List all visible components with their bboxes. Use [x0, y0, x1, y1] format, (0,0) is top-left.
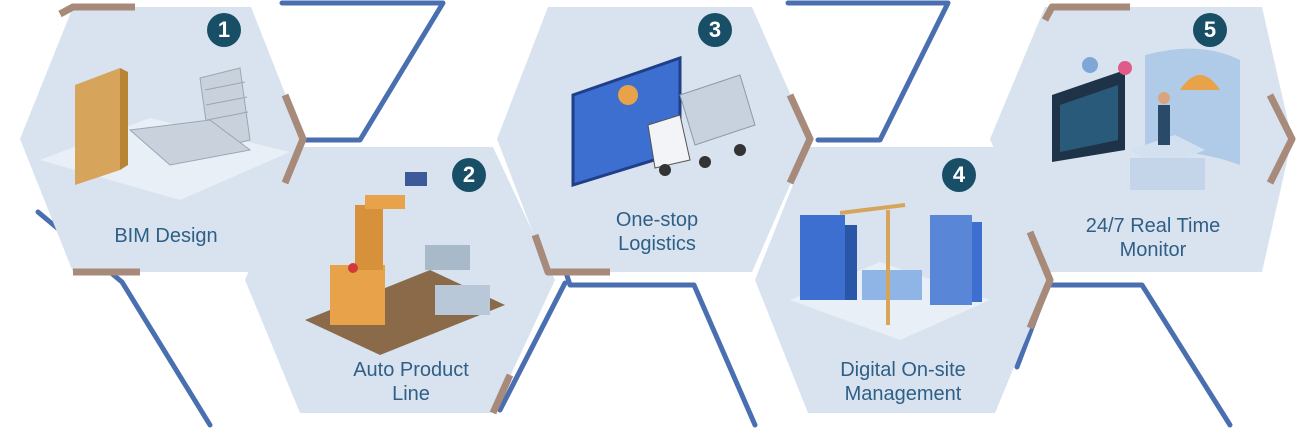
step-4-number-badge: 4: [942, 158, 976, 192]
building-frame-icon: [40, 67, 290, 200]
hexagons: [20, 7, 1292, 413]
step-5-number-badge: 5: [1193, 13, 1227, 47]
connector-line: [1043, 282, 1233, 428]
step-5-label-line-1: 24/7 Real Time: [1085, 215, 1221, 237]
accent-chevron: [1266, 93, 1296, 185]
step-1-label-line-1: BIM Design: [114, 225, 218, 247]
step-4-label-line-1: Digital On-site: [840, 359, 966, 381]
step-2-label: Auto Product Line: [321, 358, 501, 406]
accent-chevrons: [58, 3, 1296, 415]
step-1-number-badge: 1: [207, 13, 241, 47]
accent-chevron: [58, 3, 135, 18]
step-4-label-line-2: Management: [844, 383, 962, 405]
accent-chevron: [1026, 230, 1054, 330]
connector-line: [279, 0, 446, 143]
robot-arm-factory-icon: [305, 172, 505, 355]
hexagon-step-2: [245, 147, 555, 413]
connector-line: [785, 0, 951, 143]
step-2-number-badge: 2: [452, 158, 486, 192]
accent-chevron: [489, 373, 514, 415]
step-2-label-line-1: Auto Product: [353, 359, 469, 381]
step-5-label: 24/7 Real Time Monitor: [1063, 214, 1243, 262]
step-5-label-line-2: Monitor: [1119, 239, 1187, 261]
accent-chevron: [531, 233, 610, 276]
accent-chevron: [1041, 3, 1130, 22]
step-1-label: BIM Design: [76, 224, 256, 248]
step-3-label-line-1: One-stop: [615, 209, 699, 231]
accent-chevron: [281, 93, 307, 185]
accent-chevron: [786, 93, 814, 185]
step-3-number-badge: 3: [698, 13, 732, 47]
step-2-label-line-2: Line: [392, 383, 430, 405]
truck-map-icon: [571, 55, 756, 188]
step-3-label-line-2: Logistics: [618, 233, 696, 255]
step-3-label: One-stop Logistics: [567, 208, 747, 256]
construction-crane-icon: [790, 203, 990, 340]
step-4-label: Digital On-site Management: [813, 358, 993, 406]
connector-line: [497, 280, 568, 413]
monitor-dashboard-icon: [1052, 48, 1240, 190]
